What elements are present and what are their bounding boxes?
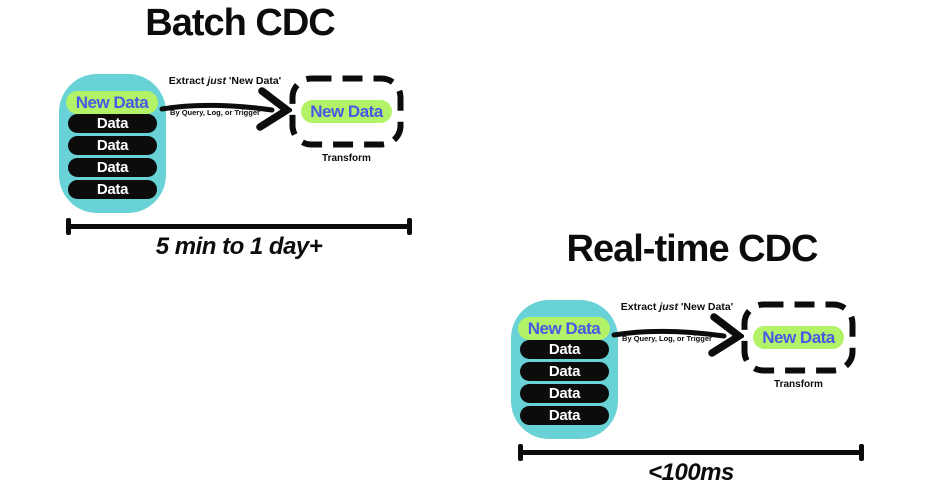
source-data-row: Data bbox=[68, 180, 157, 199]
source-new-data-pill: New Data bbox=[66, 91, 158, 114]
arrow-icon bbox=[611, 313, 744, 357]
source-data-row: Data bbox=[68, 114, 157, 133]
batch-cdc-panel: Batch CDC New Data Data Data Data Data E… bbox=[40, 0, 460, 270]
transform-caption: Transform bbox=[774, 379, 823, 390]
timeline-line bbox=[68, 224, 410, 229]
timeline-right-cap bbox=[407, 218, 412, 235]
timeline-right-cap bbox=[859, 444, 864, 461]
source-data-row: Data bbox=[520, 406, 609, 425]
source-data-row: Data bbox=[68, 136, 157, 155]
source-data-row: Data bbox=[520, 362, 609, 381]
transform-new-data-pill: New Data bbox=[753, 326, 844, 349]
dashed-border bbox=[289, 75, 404, 148]
panel-title: Batch CDC bbox=[145, 2, 335, 44]
realtime-cdc-panel: Real-time CDC New Data Data Data Data Da… bbox=[492, 226, 912, 496]
timeline-duration-label: <100ms bbox=[648, 459, 734, 486]
timeline-left-cap bbox=[518, 444, 523, 461]
timeline-duration-label: 5 min to 1 day+ bbox=[155, 233, 323, 260]
extract-label: Extract just 'New Data' bbox=[168, 75, 282, 87]
panel-title: Real-time CDC bbox=[566, 228, 819, 270]
transform-box: New Data bbox=[289, 75, 404, 148]
source-data-row: Data bbox=[520, 384, 609, 403]
extract-label: Extract just 'New Data' bbox=[620, 301, 734, 313]
source-data-row: Data bbox=[68, 158, 157, 177]
source-new-data-pill: New Data bbox=[518, 317, 610, 340]
extract-method-label: By Query, Log, or Trigger bbox=[170, 108, 260, 117]
dashed-border bbox=[741, 301, 856, 374]
extract-method-label: By Query, Log, or Trigger bbox=[622, 334, 712, 343]
arrow-icon bbox=[159, 87, 292, 131]
transform-caption: Transform bbox=[322, 153, 371, 164]
timeline-line bbox=[520, 450, 862, 455]
transform-new-data-pill: New Data bbox=[301, 100, 392, 123]
transform-box: New Data bbox=[741, 301, 856, 374]
source-data-row: Data bbox=[520, 340, 609, 359]
timeline-left-cap bbox=[66, 218, 71, 235]
